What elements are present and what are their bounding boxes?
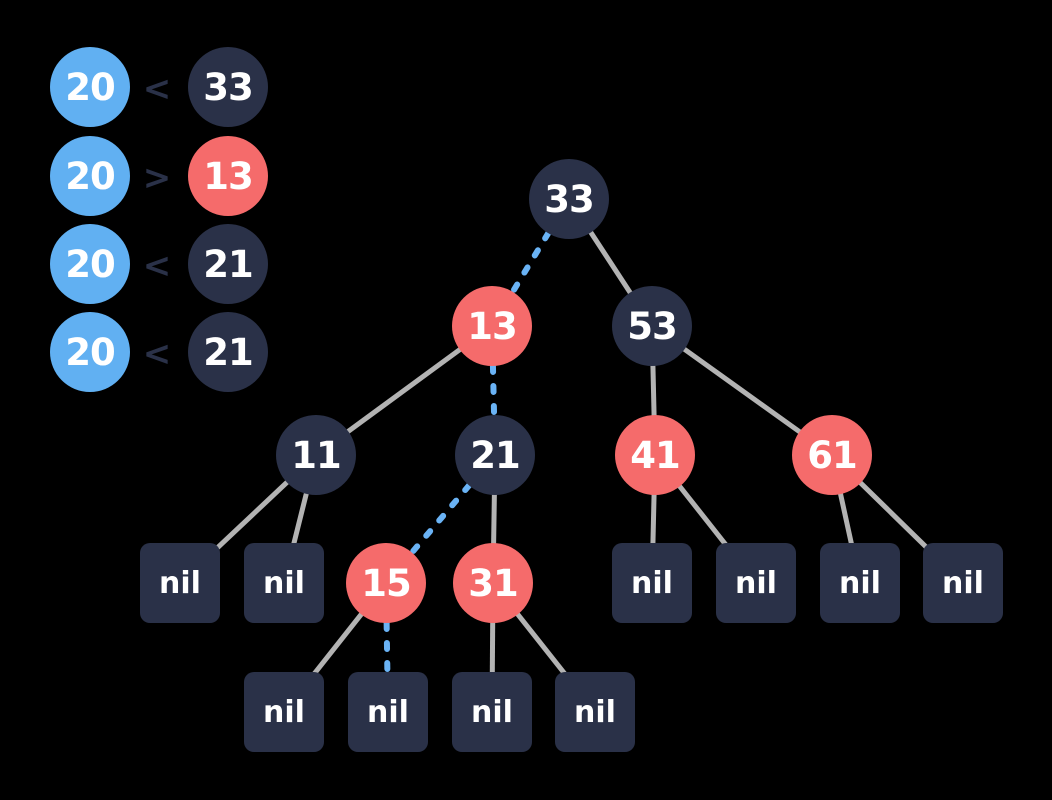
- comparison-search-value: 20: [50, 312, 130, 392]
- comparison-operator: <: [142, 246, 172, 286]
- tree-node-53: 53: [612, 286, 692, 366]
- tree-node-11: 11: [276, 415, 356, 495]
- tree-node-15: 15: [346, 543, 426, 623]
- tree-node-21: 21: [455, 415, 535, 495]
- nil-leaf: nil: [244, 543, 324, 623]
- comparison-operator: >: [142, 158, 172, 198]
- tree-node-61: 61: [792, 415, 872, 495]
- tree-node-13: 13: [452, 286, 532, 366]
- comparison-node-value: 13: [188, 136, 268, 216]
- nil-leaf: nil: [244, 672, 324, 752]
- nil-leaf: nil: [716, 543, 796, 623]
- nil-leaf: nil: [452, 672, 532, 752]
- comparison-node-value: 21: [188, 224, 268, 304]
- comparison-node-value: 21: [188, 312, 268, 392]
- comparison-operator: <: [142, 69, 172, 109]
- nil-leaf: nil: [820, 543, 900, 623]
- nil-leaf: nil: [555, 672, 635, 752]
- tree-node-41: 41: [615, 415, 695, 495]
- nil-leaf: nil: [612, 543, 692, 623]
- comparison-search-value: 20: [50, 224, 130, 304]
- nil-leaf: nil: [923, 543, 1003, 623]
- comparison-operator: <: [142, 334, 172, 374]
- nil-leaf: nil: [348, 672, 428, 752]
- comparison-node-value: 33: [188, 47, 268, 127]
- nil-leaf: nil: [140, 543, 220, 623]
- tree-node-33: 33: [529, 159, 609, 239]
- comparison-search-value: 20: [50, 47, 130, 127]
- comparison-search-value: 20: [50, 136, 130, 216]
- tree-node-31: 31: [453, 543, 533, 623]
